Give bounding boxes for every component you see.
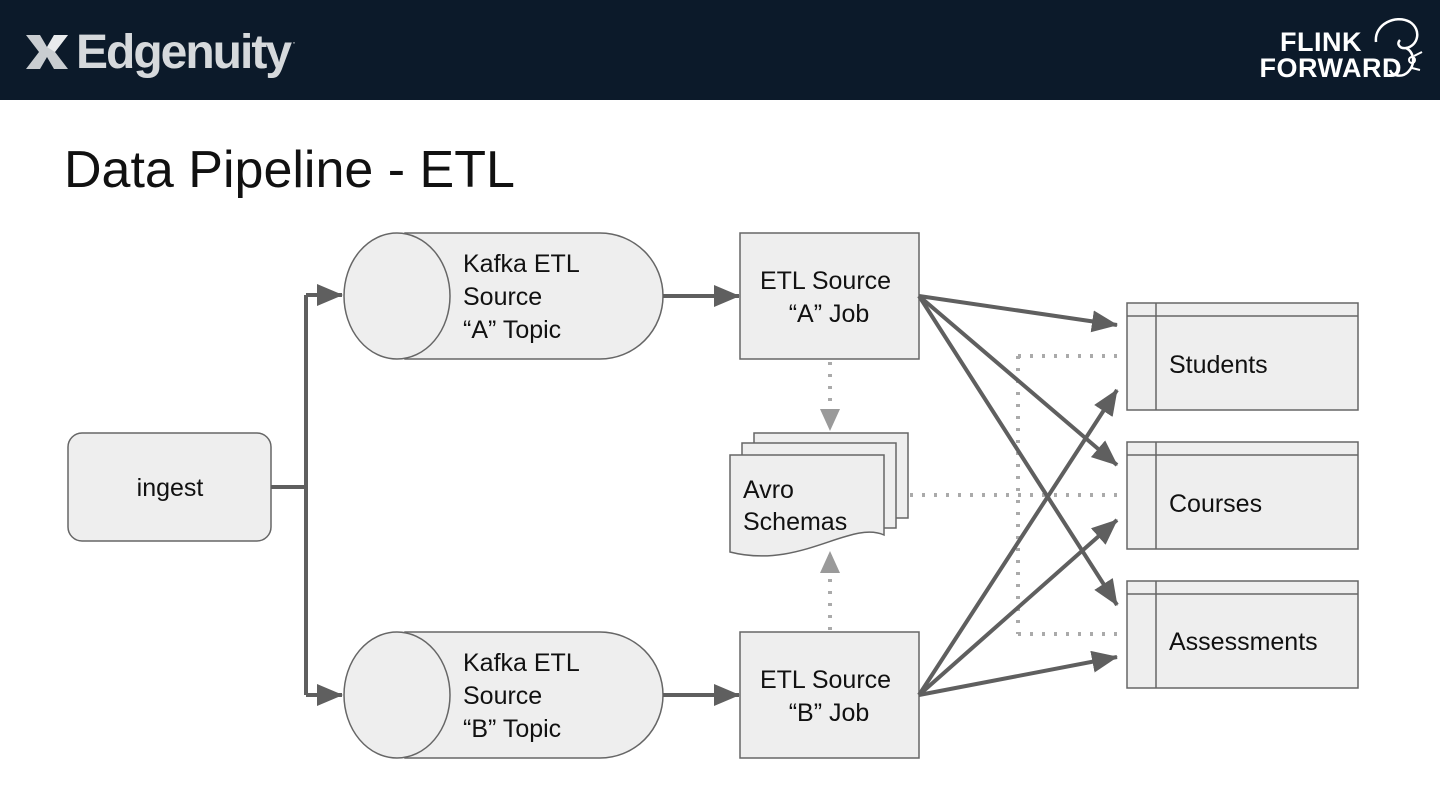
job-a-line1: ETL Source bbox=[760, 267, 891, 295]
table-students-label: Students bbox=[1169, 351, 1268, 379]
ingest-fanout-connector bbox=[271, 284, 343, 706]
topic-a-line1: Kafka ETL bbox=[463, 250, 580, 278]
squirrel-icon bbox=[1374, 17, 1423, 77]
table-assessments: Assessments bbox=[1126, 580, 1359, 689]
svg-text:Avro Schemas: Avro Schemas bbox=[743, 476, 847, 536]
header-bar: Edgenuity · FLINK FORWARD bbox=[0, 0, 1440, 100]
topic-b-line2: Source bbox=[463, 682, 542, 710]
page-title: Data Pipeline - ETL bbox=[64, 141, 515, 199]
arrow-job-b-to-courses bbox=[917, 518, 1119, 697]
flink-forward-line1: FLINK bbox=[1280, 27, 1362, 57]
arrow-job-a-to-courses bbox=[917, 294, 1119, 467]
trademark-dot: · bbox=[292, 35, 297, 49]
table-students: Students bbox=[1126, 302, 1359, 411]
topic-b-line3: “B” Topic bbox=[463, 715, 561, 743]
arrow-job-b-to-assessments bbox=[918, 650, 1118, 697]
job-b-line1: ETL Source bbox=[760, 666, 891, 694]
arrow-job-a-to-students bbox=[918, 294, 1118, 333]
table-courses-label: Courses bbox=[1169, 490, 1262, 518]
table-courses: Courses bbox=[1126, 441, 1359, 550]
svg-text:ETL Source “B” Job: ETL Source “B” Job bbox=[760, 666, 898, 727]
svg-text:Kafka ETL Source “: Kafka ETL Source “B” Topic bbox=[463, 649, 586, 743]
flink-forward-line2: FORWARD bbox=[1259, 53, 1402, 83]
schemas-line2: Schemas bbox=[743, 508, 847, 536]
x-mark-icon bbox=[26, 35, 68, 69]
topic-b-line1: Kafka ETL bbox=[463, 649, 580, 677]
dotted-connectors bbox=[910, 354, 1120, 636]
svg-text:Kafka ETL Source “: Kafka ETL Source “A” Topic bbox=[463, 250, 586, 344]
kafka-topic-a: Kafka ETL Source “A” Topic bbox=[343, 232, 664, 360]
edgenuity-wordmark: Edgenuity bbox=[76, 25, 292, 79]
schemas-line1: Avro bbox=[743, 476, 794, 504]
flink-forward-logo: FLINK FORWARD bbox=[1226, 12, 1426, 88]
ingest-label: ingest bbox=[137, 474, 204, 502]
job-a-line2: “A” Job bbox=[789, 300, 870, 328]
etl-job-a-box bbox=[739, 232, 920, 360]
arrow-job-b-to-students bbox=[917, 388, 1119, 697]
job-to-table-arrows bbox=[917, 294, 1119, 697]
edgenuity-logo: Edgenuity · bbox=[22, 22, 296, 82]
avro-schemas-documents: Avro Schemas bbox=[729, 432, 909, 557]
arrow-job-a-to-assessments bbox=[917, 294, 1119, 607]
topic-a-line2: Source bbox=[463, 283, 542, 311]
topic-a-line3: “A” Topic bbox=[463, 316, 561, 344]
job-b-line2: “B” Job bbox=[789, 699, 870, 727]
table-assessments-label: Assessments bbox=[1169, 628, 1318, 656]
svg-text:ETL Source “A” Job: ETL Source “A” Job bbox=[760, 267, 898, 328]
kafka-topic-b: Kafka ETL Source “B” Topic bbox=[343, 631, 664, 759]
etl-job-b-box bbox=[739, 631, 920, 759]
